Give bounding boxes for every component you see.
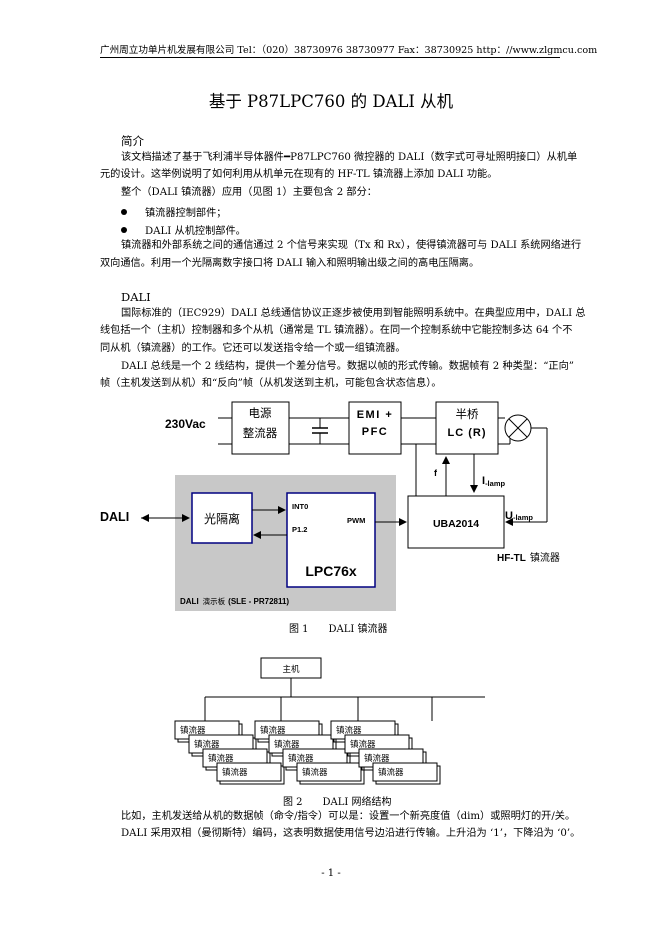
ballast-label: 镇流器 (350, 739, 376, 750)
lcr-label: LC (R) (448, 427, 487, 439)
psu-label: 整流器 (243, 426, 278, 440)
ballast-label: 镇流器 (364, 753, 390, 764)
ballast-label: 镇流器 (288, 753, 314, 764)
ballast-label: 镇流器 (222, 767, 248, 778)
int0-label: INT0 (292, 502, 308, 511)
half-bridge-label: 半桥 (456, 407, 479, 421)
outro-paragraph-line: 比如，主机发送给从机的数据帧（命令/指令）可以是：设置一个新亮度值（dim）或照… (121, 811, 576, 822)
lpc76x-box (286, 492, 376, 588)
dali-paragraph-line: DALI 总线是一个 2 线结构，提供一个差分信号。数据以帧的形式传输。数据帧有… (121, 361, 575, 372)
bullet-text: DALI 从机控制部件。 (145, 226, 246, 237)
uba-label: UBA2014 (433, 518, 479, 530)
dali-paragraph-line: 帧（主机发送到从机）和“反向”帧（从机发送到主机，可能包含状态信息）。 (100, 378, 442, 389)
mcu-label: LPC76x (305, 563, 357, 579)
ballast-label: 镇流器 (208, 753, 234, 764)
section-heading-intro: 简介 (121, 134, 144, 148)
ballast-box (296, 762, 362, 782)
vac-label: 230Vac (165, 417, 206, 431)
dali-arrowhead-left (141, 514, 149, 522)
outro-paragraph-line: DALI 采用双相（曼彻斯特）编码，这表明数据使用信号边沿进行传输。上升沿为 ‘… (121, 828, 581, 839)
dali-paragraph-line: 同从机（镇流器）的工作。它还可以发送指令给一个或一组镇流器。 (100, 343, 406, 354)
ballast-label: 镇流器 (378, 767, 404, 778)
bullet-item: 镇流器控制部件； (121, 204, 227, 219)
power-rectifier-box (231, 401, 290, 455)
dali-paragraph-line: 线包括一个（主机）控制器和多个从机（通常是 TL 镇流器）。在同一个控制系统中它… (100, 325, 573, 336)
emi-label: EMI + (357, 409, 394, 421)
bullet-text: 镇流器控制部件； (145, 208, 227, 219)
p12-label: P1.2 (292, 525, 307, 534)
u-lamp-label: U-lamp (505, 510, 533, 522)
dali-paragraph-line: 国际标准的（IEC929）DALI 总线通信协议正逐步被使用到智能照明系统中。在… (121, 308, 586, 319)
page-header: 广州周立功单片机发展有限公司 Tel：（020）38730976 3873097… (100, 45, 598, 56)
bullet-item: DALI 从机控制部件。 (121, 222, 246, 237)
intro-paragraph-line: 该文档描述了基于飞利浦半导体器件━P87LPC760 微控器的 DALI（数字式… (121, 152, 578, 163)
intro-paragraph-line: 元的设计。这举例说明了如何利用从机单元在现有的 HF-TL 镇流器上添加 DAL… (100, 169, 498, 180)
ballast-box-shadow (375, 765, 441, 785)
intro-paragraph-line: 整个（DALI 镇流器）应用（见图 1）主要包含 2 部分： (121, 187, 377, 198)
ballast-box (216, 762, 282, 782)
f-label: f (434, 468, 438, 478)
i-lamp-label: I-lamp (482, 475, 505, 488)
ballast-label: 镇流器 (336, 725, 362, 736)
ballast-label: 镇流器 (302, 767, 328, 778)
ballast-label: 镇流器 (274, 739, 300, 750)
figure-2-caption: 图 2 DALI 网络结构 (283, 797, 392, 808)
ballast-label: 镇流器 (194, 739, 220, 750)
master-label: 主机 (282, 664, 300, 675)
pfc-label: PFC (362, 426, 389, 438)
bullet-dot (121, 227, 127, 233)
pwm-label: PWM (347, 516, 365, 525)
opto-label: 光隔离 (204, 511, 240, 526)
section-heading-dali: DALI (121, 290, 151, 304)
intro-paragraph-line: 双向通信。利用一个光隔离数字接口将 DALI 输入和照明输出级之间的高电压隔离。 (100, 258, 480, 269)
uba2014-box (407, 495, 505, 549)
ballast-box (372, 762, 438, 782)
ballast-label: 镇流器 (180, 725, 206, 736)
bullet-dot (121, 209, 127, 215)
header-divider (100, 57, 560, 58)
intro-paragraph-line: 镇流器和外部系统之间的通信通过 2 个信号来实现（Tx 和 Rx），使得镇流器可… (121, 240, 582, 251)
opto-isolator-box (191, 492, 253, 544)
half-bridge-box (435, 401, 499, 455)
psu-label: 电源 (249, 406, 272, 420)
lamp-cross (508, 418, 528, 438)
emi-pfc-box (348, 401, 402, 455)
ballast-label: 镇流器 (260, 725, 286, 736)
dali-bus-label: DALI (100, 510, 129, 524)
figure-1-caption: 图 1 DALI 镇流器 (289, 624, 388, 635)
page-number: - 1 - (321, 868, 341, 879)
document-title: 基于 P87LPC760 的 DALI 从机 (208, 92, 454, 111)
